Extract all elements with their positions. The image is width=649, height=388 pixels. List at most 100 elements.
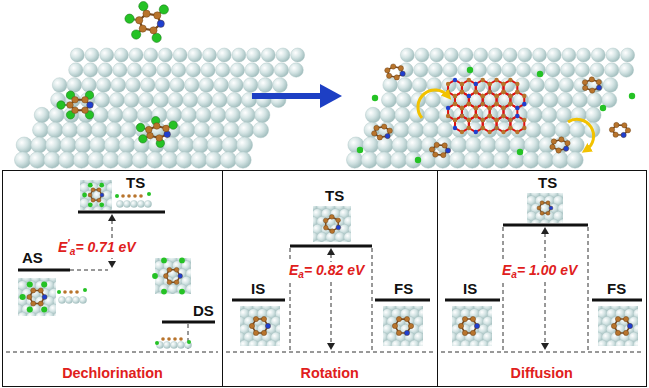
nitrogen-atom [549,206,553,210]
carbon-atom [508,78,512,82]
structure-thumbnail [598,306,638,346]
guide-line [588,227,589,350]
nitrogen-atom [515,114,519,118]
energy-level [445,299,500,302]
carbon-atom [565,140,570,145]
carbon-atom [515,106,519,110]
surface-atom [567,152,583,168]
subscript: a [511,269,517,280]
surface-atom [14,152,30,168]
chlorine-atom [161,289,167,295]
carbon-atom [609,127,614,132]
surface-atom [197,92,212,107]
surface-atom [512,107,527,122]
carbon-atom [481,94,485,98]
surface-atom [205,152,221,168]
arrowhead [108,261,116,268]
chlorine-atom [139,135,147,143]
rotation-arrow [418,90,448,118]
surface-atom [547,48,561,62]
chlorine-atom [187,340,191,344]
carbon-atom [460,114,464,118]
superscript: ′ [67,238,69,249]
surface-atom [214,78,229,93]
carbon-atom [82,97,89,104]
carbon-atom [487,90,491,94]
carbon-atom [453,94,457,98]
surface-atom [365,107,380,122]
surface-atom [273,78,288,93]
chlorine-atom [41,281,47,287]
surface-atom [188,48,202,62]
surface-atom [67,78,82,93]
surface-atom [605,63,619,77]
activation-energy: E′a= 0.71 eV [56,238,138,258]
surface-atom [408,122,424,138]
carbon-atom [174,280,179,285]
carbon-atom [582,80,587,85]
carbon-atom [481,94,485,98]
carbon-atom [487,106,491,110]
surface-atom [590,63,604,77]
surface-atom [633,340,638,346]
carbon-atom [487,82,491,86]
surface-atom [58,296,65,303]
carbon-atom [323,218,328,223]
graphene-bond [483,116,497,132]
surface-atom [26,312,36,316]
carbon-atom [613,132,618,137]
carbon-atom [453,102,457,106]
symbol: E [289,262,298,278]
surface-atom [575,63,589,77]
chlorine-atom [99,202,104,207]
carbon-atom [441,152,446,157]
carbon-atom [622,123,627,128]
surface-atom [53,312,56,316]
surface-atom [238,122,254,138]
carbon-atom [462,330,467,335]
surface-atom [96,78,111,93]
carbon-atom [474,106,478,110]
surface-atom [502,63,516,77]
surface-atom [530,78,545,93]
chlorine-atom [629,93,635,99]
surface-atom [108,107,123,122]
carbon-atom [253,330,258,335]
surface-atom [487,340,492,346]
surface-atom [73,152,89,168]
energy-level [18,269,70,272]
carbon-atom [72,107,79,114]
carbon-atom [442,143,447,148]
surface-atom [562,48,576,62]
carbon-atom [396,330,401,335]
chlorine-atom [132,30,141,39]
carbon-atom [249,323,254,328]
carbon-atom [589,77,594,82]
nitrogen-atom [481,118,485,122]
carbon-atom [386,73,391,78]
carbon-atom [261,330,266,335]
carbon-atom [374,125,379,130]
carbon-atom [546,211,550,215]
carbon-atom [501,106,505,110]
surface-atom [184,78,199,93]
carbon-atom [474,90,478,94]
surface-atom [540,122,556,138]
chlorine-atom [537,71,543,77]
surface-atom [606,48,620,62]
carbon-atom [467,118,471,122]
surface-atom [223,122,239,138]
surface-atom [405,152,421,168]
carbon-atom [173,337,177,341]
surface-atom [528,92,543,107]
surface-atom [559,78,574,93]
carbon-atom [127,194,131,198]
carbon-atom [460,90,464,94]
energy-level [375,299,430,302]
carbon-atom [394,75,399,80]
surface-atom [91,122,107,138]
carbon-atom [467,102,471,106]
surface-atom [558,219,563,223]
surface-atom [236,137,252,153]
surface-atom [570,122,586,138]
